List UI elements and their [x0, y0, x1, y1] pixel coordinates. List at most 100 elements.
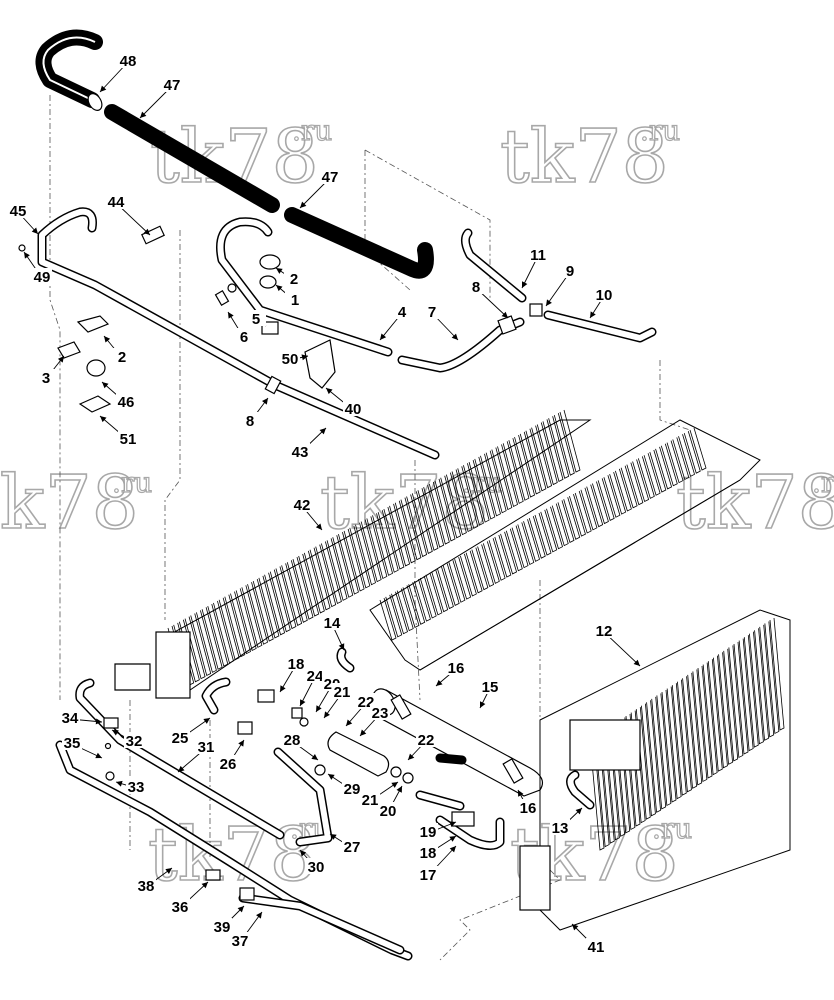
callout-arrow: [228, 312, 234, 319]
callout-arrow: [116, 780, 123, 787]
callout-number: 51: [120, 431, 137, 448]
callout-arrow: [201, 882, 208, 889]
callout-arrow: [319, 428, 326, 435]
callout-label-background: [118, 430, 138, 446]
callout-arrow: [501, 311, 508, 318]
callout-number: 18: [420, 845, 437, 862]
callout-label-background: [60, 709, 80, 725]
callout-number: 39: [214, 919, 231, 936]
callout-arrow: [276, 285, 283, 292]
callout-label-background: [170, 729, 190, 745]
watermarks: tk78 .ru tk78 .ru tk78 .ru tk78 .ru tk78…: [0, 113, 834, 899]
callout-number: 45: [10, 203, 27, 220]
filter-23: [327, 731, 390, 777]
callout-label-background: [550, 819, 570, 835]
callout-number: 47: [164, 77, 181, 94]
callout-arrow: [316, 705, 322, 712]
callout-arrow: [360, 729, 367, 736]
callout-arrow: [262, 398, 268, 405]
callout-number: 16: [520, 800, 537, 817]
callout-arrow: [328, 774, 335, 780]
callout-arrow: [301, 354, 308, 361]
callout-arrow: [633, 659, 640, 666]
callout-label-background: [62, 734, 82, 750]
callout-number: 14: [324, 615, 341, 632]
callout-label-background: [112, 348, 132, 364]
callout-arrow: [276, 268, 283, 274]
callout-arrow: [300, 699, 306, 706]
callout-label-background: [320, 168, 340, 184]
callout-number: 50: [282, 351, 299, 368]
callout-number: 37: [232, 933, 249, 950]
callout-label-background: [230, 932, 250, 948]
callout-number: 30: [308, 859, 325, 876]
callout-number: 18: [288, 656, 305, 673]
watermark-suffix: .ru: [292, 114, 332, 147]
callout-number: 2: [290, 271, 298, 288]
callout-arrow: [280, 685, 286, 692]
callout-label-background: [162, 76, 182, 92]
callout-label-background: [560, 262, 580, 278]
callout-arrow: [518, 790, 524, 797]
callout-label-background: [446, 659, 466, 675]
callout-number: 24: [307, 668, 324, 685]
callout-number: 19: [420, 824, 437, 841]
callout-label-background: [286, 655, 306, 671]
callout-label-background: [218, 755, 238, 771]
callout-label-background: [36, 369, 56, 385]
callout-label-background: [212, 918, 232, 934]
callout-label-background: [8, 202, 28, 218]
callout-arrow: [95, 752, 102, 759]
callout-number: 46: [118, 394, 135, 411]
callout-number: 42: [294, 497, 311, 514]
watermark-suffix: .ru: [112, 466, 152, 499]
callout-number: 21: [334, 684, 351, 701]
callout-label-background: [306, 858, 326, 874]
callout-label-background: [378, 802, 398, 818]
callout-arrow: [300, 201, 307, 208]
callout-label-background: [343, 400, 363, 416]
callout-arrow: [391, 782, 398, 788]
callout-number: 23: [372, 705, 389, 722]
callout-label-background: [416, 731, 436, 747]
callout-label-background: [170, 898, 190, 914]
tube-assembly-43: [18, 207, 440, 460]
callout-arrow: [338, 643, 345, 650]
lower-tubes: [55, 647, 595, 961]
callout-arrow: [238, 740, 244, 747]
callout-arrow: [522, 281, 528, 288]
callout-arrow: [100, 85, 107, 92]
callout-label-background: [594, 622, 614, 638]
callout-label-background: [292, 496, 312, 512]
fittings-left: [57, 315, 112, 413]
callout-number: 6: [240, 329, 248, 346]
callout-arrow: [346, 719, 353, 726]
watermark-text: tk78: [150, 114, 319, 200]
callout-number: 4: [398, 304, 407, 321]
callout-number: 40: [345, 401, 362, 418]
callout-label-background: [392, 303, 412, 319]
callout-label-background: [234, 328, 254, 344]
condenser-coil-42: [114, 409, 592, 699]
callout-number: 2: [118, 349, 126, 366]
callout-arrow: [24, 252, 30, 259]
callout-number: 7: [428, 304, 436, 321]
callout-number: 44: [108, 194, 125, 211]
callout-arrow: [449, 821, 456, 827]
callout-label-background: [480, 678, 500, 694]
callout-number: 27: [344, 839, 361, 856]
callout-number: 36: [172, 899, 189, 916]
callout-number: 29: [344, 781, 361, 798]
callout-arrow: [140, 111, 147, 118]
callout-label-background: [290, 443, 310, 459]
callout-label-background: [285, 291, 305, 307]
callout-arrow: [300, 850, 307, 857]
callout-label-background: [342, 780, 362, 796]
callout-label-background: [32, 268, 52, 284]
callout-arrow: [330, 834, 337, 840]
fittings-upper: [214, 254, 281, 335]
callout-number: 47: [322, 169, 339, 186]
